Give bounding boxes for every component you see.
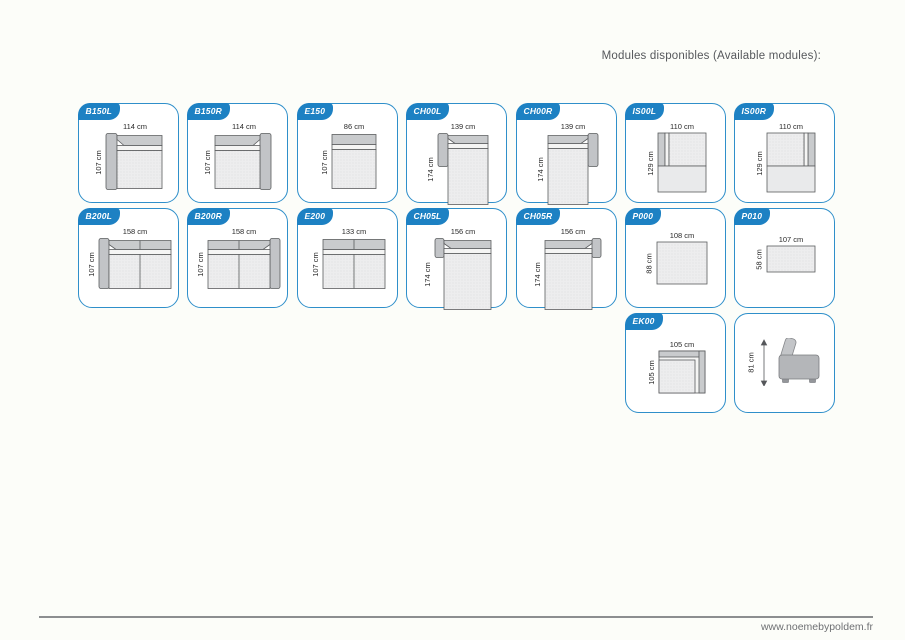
module-code: CH00R <box>523 106 553 116</box>
depth-dimension: 129 cm <box>646 150 656 176</box>
depth-dimension: 107 cm <box>86 251 96 277</box>
pouf-top-view-icon <box>656 241 708 285</box>
page-title: Modules disponibles (Available modules): <box>601 50 821 62</box>
module-card-ch05r: CH05R 156 cm 174 cm <box>515 207 617 310</box>
width-dimension: 156 cm <box>450 227 476 236</box>
module-card-b200r: B200R 158 cm 107 cm <box>186 207 288 308</box>
module-code-badge: EK00 <box>624 312 663 330</box>
module-card-b150r: B150R 114 cm 107 cm <box>186 102 288 203</box>
sofa2-top-view-left-arm-icon <box>98 238 171 289</box>
depth-dimension: 129 cm <box>755 150 765 176</box>
chaise-top-view-small-left-arm-icon <box>434 238 492 310</box>
module-code-badge: P010 <box>733 207 771 225</box>
module-code-badge: B200R <box>186 207 230 225</box>
module-card-ek00: EK00 105 cm 105 cm <box>624 312 726 413</box>
sofa-top-view-armless-icon <box>331 134 377 189</box>
module-card-e200: E200 133 cm 107 cm <box>296 207 398 308</box>
depth-dimension: 174 cm <box>536 156 546 182</box>
width-dimension: 105 cm <box>669 340 695 349</box>
module-code: P000 <box>632 211 654 221</box>
depth-dimension: 107 cm <box>320 149 330 175</box>
module-code-badge: IS00L <box>624 102 665 120</box>
module-code: E150 <box>304 106 326 116</box>
sofa2-top-view-right-arm-icon <box>207 238 280 289</box>
module-code-badge: CH00R <box>515 102 561 120</box>
module-code: CH05R <box>523 211 553 221</box>
module-card-ch05l: CH05L 156 cm 174 cm <box>405 207 507 310</box>
corner-top-view-icon <box>658 350 705 394</box>
module-card-ch00r: CH00R 139 cm 174 cm <box>515 102 617 205</box>
sofa-side-view-icon <box>760 338 820 386</box>
sofa2-top-view-armless-icon <box>322 239 386 289</box>
width-dimension: 133 cm <box>341 227 367 236</box>
width-dimension: 139 cm <box>450 122 476 131</box>
width-dimension: 158 cm <box>122 227 148 236</box>
footer-divider <box>39 616 873 618</box>
depth-dimension: 107 cm <box>94 149 104 175</box>
depth-dimension: 107 cm <box>203 149 213 175</box>
depth-dimension: 107 cm <box>195 251 205 277</box>
module-card-p000: P000 108 cm 88 cm <box>624 207 726 308</box>
module-code-badge: P000 <box>624 207 662 225</box>
width-dimension: 139 cm <box>560 122 586 131</box>
module-card-b150l: B150L 114 cm 107 cm <box>77 102 179 203</box>
depth-dimension: 174 cm <box>533 261 543 287</box>
width-dimension: 114 cm <box>122 122 148 131</box>
module-code-badge: B200L <box>77 207 121 225</box>
module-code-badge: CH05R <box>515 207 561 225</box>
module-card-p010: P010 107 cm 58 cm <box>733 207 835 308</box>
module-card-e150: E150 86 cm 107 cm <box>296 102 398 203</box>
width-dimension: 156 cm <box>560 227 586 236</box>
chaise-top-view-small-right-arm-icon <box>544 238 602 310</box>
module-code: CH00L <box>413 106 442 116</box>
module-code: B150L <box>85 106 113 116</box>
island-top-view-right-back-icon <box>766 132 816 193</box>
module-code-badge: CH00L <box>405 102 450 120</box>
chaise-top-view-left-arm-icon <box>437 133 489 205</box>
module-code-badge: B150R <box>186 102 230 120</box>
module-code: B200L <box>85 211 113 221</box>
module-code: B150R <box>194 106 222 116</box>
depth-dimension: 174 cm <box>423 261 433 287</box>
module-code: EK00 <box>632 316 655 326</box>
width-dimension: 110 cm <box>778 122 804 131</box>
module-code: E200 <box>304 211 326 221</box>
module-card-is00l: IS00L 110 cm 129 cm <box>624 102 726 203</box>
width-dimension: 108 cm <box>669 231 695 240</box>
module-code: CH05L <box>413 211 442 221</box>
module-card-b200l: B200L 158 cm 107 cm <box>77 207 179 308</box>
module-card-side-view: 81 cm <box>734 313 835 413</box>
pouf-low-top-view-icon <box>766 245 816 273</box>
module-code-badge: B150L <box>77 102 121 120</box>
width-dimension: 114 cm <box>231 122 257 131</box>
width-dimension: 86 cm <box>343 122 365 131</box>
depth-dimension: 174 cm <box>426 156 436 182</box>
width-dimension: 158 cm <box>231 227 257 236</box>
module-code: IS00R <box>741 106 767 116</box>
module-code: IS00L <box>632 106 657 116</box>
width-dimension: 107 cm <box>778 235 804 244</box>
width-dimension: 110 cm <box>669 122 695 131</box>
footer-url[interactable]: www.noemebypoldem.fr <box>760 621 873 633</box>
chaise-top-view-right-arm-icon <box>547 133 599 205</box>
depth-dimension: 58 cm <box>755 248 764 270</box>
height-dimension: 81 cm <box>747 351 756 373</box>
module-code: B200R <box>194 211 222 221</box>
module-code-badge: IS00R <box>733 102 775 120</box>
depth-dimension: 105 cm <box>646 360 656 385</box>
module-code: P010 <box>741 211 763 221</box>
module-card-is00r: IS00R 110 cm 129 cm <box>733 102 835 203</box>
sofa-top-view-left-arm-icon <box>105 133 163 190</box>
depth-dimension: 107 cm <box>311 251 321 277</box>
module-code-badge: CH05L <box>405 207 450 225</box>
island-top-view-left-back-icon <box>657 132 707 193</box>
sofa-top-view-right-arm-icon <box>214 133 272 190</box>
module-code-badge: E200 <box>296 207 334 225</box>
module-code-badge: E150 <box>296 102 334 120</box>
module-card-ch00l: CH00L 139 cm 174 cm <box>405 102 507 205</box>
depth-dimension: 88 cm <box>645 252 654 274</box>
